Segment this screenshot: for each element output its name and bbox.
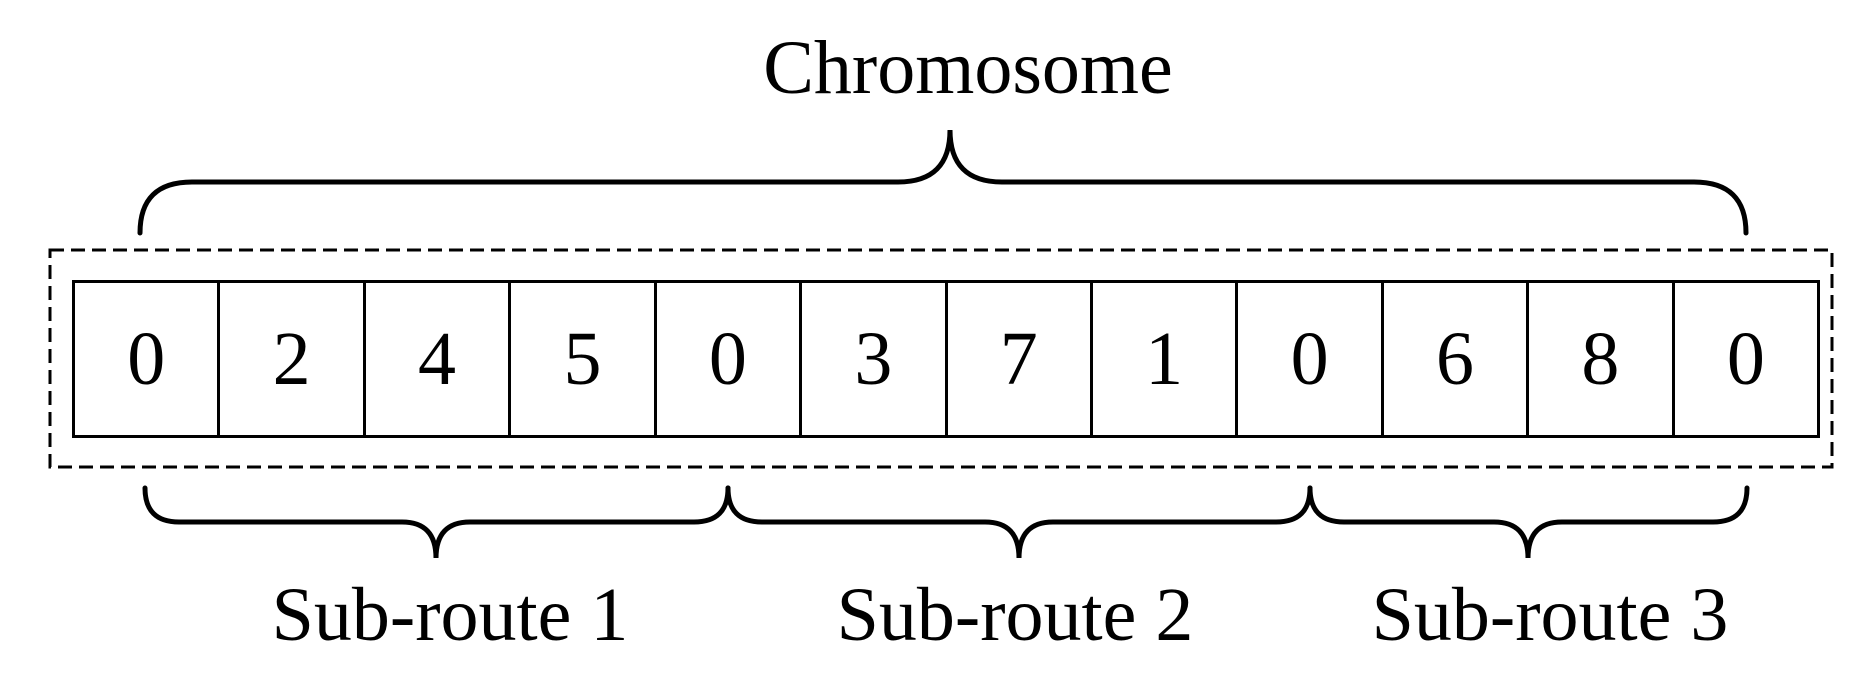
subroute-1-underbrace [142, 485, 731, 559]
gene-value: 8 [1581, 317, 1620, 401]
gene-cell: 0 [75, 283, 221, 435]
gene-cell: 0 [1675, 283, 1817, 435]
subroute-2-underbrace [725, 485, 1313, 559]
subroute-1-label: Sub-route 1 [271, 573, 629, 657]
subroute-3-label: Sub-route 3 [1371, 573, 1729, 657]
gene-value: 0 [708, 317, 747, 401]
gene-value: 5 [563, 317, 602, 401]
gene-value: 3 [854, 317, 893, 401]
gene-value: 2 [272, 317, 311, 401]
chromosome-cell-row: 0 2 4 5 0 3 7 1 0 6 8 0 [72, 280, 1820, 438]
gene-cell: 4 [366, 283, 512, 435]
gene-cell: 1 [1093, 283, 1239, 435]
chromosome-overbrace [137, 129, 1749, 236]
gene-value: 4 [418, 317, 457, 401]
gene-value: 7 [999, 317, 1038, 401]
gene-cell: 2 [220, 283, 366, 435]
figure-title: Chromosome [763, 26, 1173, 110]
gene-value: 1 [1145, 317, 1184, 401]
gene-cell: 6 [1384, 283, 1530, 435]
gene-value: 0 [1726, 317, 1765, 401]
gene-value: 0 [127, 317, 166, 401]
gene-cell: 7 [948, 283, 1093, 435]
subroute-2-label: Sub-route 2 [836, 573, 1194, 657]
gene-cell: 5 [511, 283, 657, 435]
gene-value: 6 [1436, 317, 1474, 401]
gene-cell: 0 [1238, 283, 1384, 435]
gene-value: 0 [1290, 317, 1329, 401]
gene-cell: 3 [802, 283, 948, 435]
gene-cell: 8 [1529, 283, 1675, 435]
subroute-3-underbrace [1307, 485, 1750, 559]
gene-cell: 0 [657, 283, 803, 435]
